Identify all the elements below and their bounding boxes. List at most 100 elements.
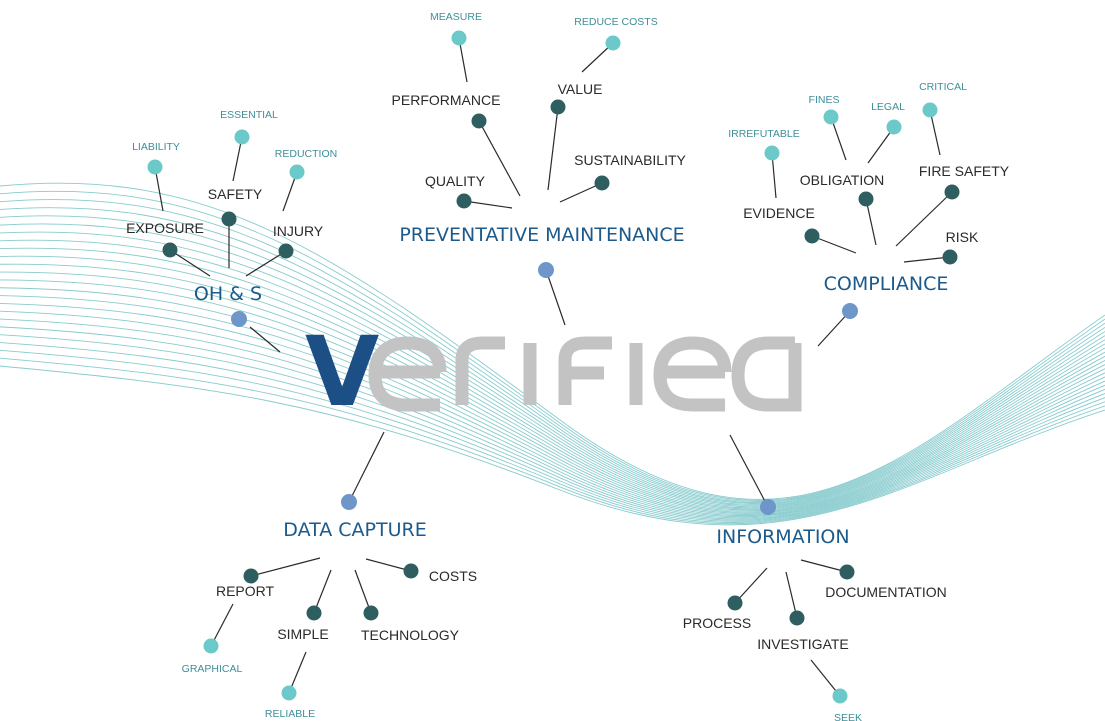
connector-line (895, 191, 953, 247)
connector-line (734, 567, 768, 604)
connector-line (865, 198, 877, 246)
datacapture-dot (341, 494, 357, 510)
connector-line (250, 557, 321, 577)
wave-line (0, 199, 1105, 503)
wave-line (0, 295, 1105, 516)
logo-letter-v: V (305, 316, 379, 428)
essential-label: ESSENTIAL (220, 109, 278, 121)
verified-logo: V (305, 316, 802, 428)
information-dot (760, 499, 776, 515)
obligation-dot (858, 191, 874, 207)
legal-label: LEGAL (871, 101, 905, 113)
wave-line (0, 263, 1105, 511)
node-dots (147, 30, 960, 704)
reliable-label: RELIABLE (265, 708, 315, 720)
technology-label: TECHNOLOGY (361, 627, 460, 643)
wave-line (0, 365, 1105, 526)
wave-ribbon (0, 182, 1105, 526)
costs-dot (403, 563, 419, 579)
reducecosts-label: REDUCE COSTS (574, 16, 657, 28)
connector-line (547, 106, 559, 191)
wave-line (0, 302, 1105, 517)
graphical-dot (203, 638, 219, 654)
report-label: REPORT (216, 583, 275, 599)
ohs-label: OH & S (194, 283, 262, 305)
evidence-label: EVIDENCE (743, 205, 815, 221)
reduction-dot (289, 164, 305, 180)
essential-dot (234, 129, 250, 145)
legal-dot (886, 119, 902, 135)
critical-label: CRITICAL (919, 81, 967, 93)
wave-line (0, 207, 1105, 504)
value-dot (550, 99, 566, 115)
logo-wordmark (368, 336, 802, 412)
safety-dot (221, 211, 237, 227)
simple-label: SIMPLE (277, 626, 328, 642)
reducecosts-dot (605, 35, 621, 51)
information-label: INFORMATION (716, 526, 849, 548)
connector-line (800, 559, 848, 573)
irrefutable-dot (764, 145, 780, 161)
risk-dot (942, 249, 958, 265)
wave-line (0, 239, 1105, 508)
connector-line (811, 235, 857, 254)
connector-line (210, 603, 234, 647)
wave-line (0, 334, 1105, 521)
connector-line (348, 431, 385, 503)
liability-label: LIABILITY (132, 141, 180, 153)
wave-line (0, 326, 1105, 520)
connector-line (249, 326, 281, 353)
fines-label: FINES (809, 94, 840, 106)
compliance-label: COMPLIANCE (824, 273, 949, 295)
wave-line (0, 231, 1105, 507)
irrefutable-label: IRREFUTABLE (728, 128, 800, 140)
report-dot (243, 568, 259, 584)
value-label: VALUE (558, 81, 603, 97)
connector-line (810, 659, 841, 697)
seek-label: SEEK (834, 712, 862, 721)
critical-dot (922, 102, 938, 118)
exposure-dot (162, 242, 178, 258)
connector-line (771, 152, 777, 199)
connector-line (545, 269, 566, 326)
wave-line (0, 255, 1105, 510)
quality-dot (456, 193, 472, 209)
liability-dot (147, 159, 163, 175)
reliable-dot (281, 685, 297, 701)
wave-line (0, 342, 1105, 522)
node-labels: OH & S EXPOSURE LIABILITY SAFETY ESSENTIAL IN… (126, 11, 1010, 721)
connector-line (729, 434, 769, 508)
documentation-dot (839, 564, 855, 580)
fines-dot (823, 109, 839, 125)
exposure-label: EXPOSURE (126, 220, 204, 236)
investigate-label: INVESTIGATE (757, 636, 849, 652)
injury-label: INJURY (273, 223, 324, 239)
process-label: PROCESS (683, 615, 751, 631)
connector-line (559, 182, 603, 203)
reduction-label: REDUCTION (275, 148, 337, 160)
safety-label: SAFETY (208, 186, 263, 202)
documentation-label: DOCUMENTATION (825, 584, 947, 600)
ohs-dot (231, 311, 247, 327)
connector-line (354, 569, 372, 614)
connector-line (463, 200, 513, 209)
wave-line (0, 215, 1105, 505)
wave-line (0, 279, 1105, 513)
risk-label: RISK (946, 229, 979, 245)
graphical-label: GRAPHICAL (182, 663, 243, 675)
quality-label: QUALITY (425, 173, 486, 189)
measure-label: MEASURE (430, 11, 482, 23)
wave-line (0, 223, 1105, 506)
evidence-dot (804, 228, 820, 244)
obligation-label: OBLIGATION (800, 172, 885, 188)
technology-dot (363, 605, 379, 621)
wave-line (0, 287, 1105, 514)
wave-line (0, 247, 1105, 509)
seek-dot (832, 688, 848, 704)
performance-dot (471, 113, 487, 129)
connector-line (903, 256, 951, 263)
measure-dot (451, 30, 467, 46)
connector-line (478, 120, 521, 197)
connector-line (785, 571, 798, 619)
